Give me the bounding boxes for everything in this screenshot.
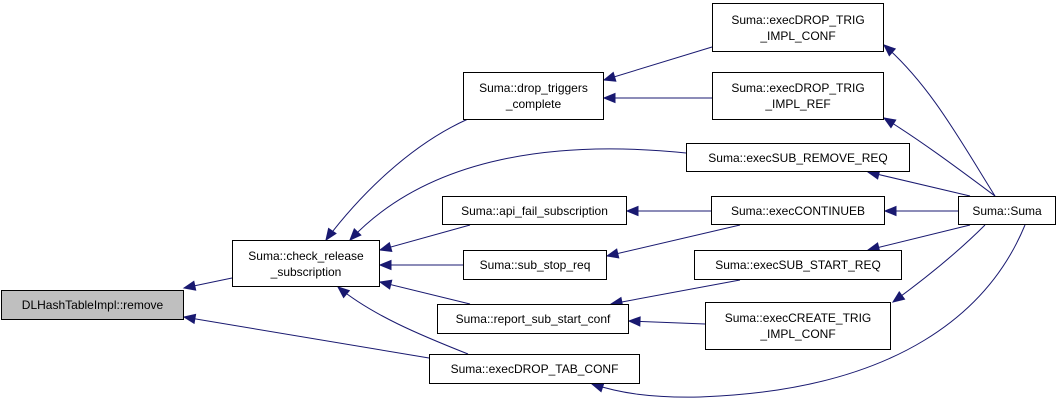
edge-suma-to-sub-remove: [866, 169, 971, 197]
node-exec-create-trig-impl-conf[interactable]: Suma::execCREATE_TRIG _IMPL_CONF: [705, 302, 891, 350]
edge-drop-trig-conf-to-drop-triggers: [602, 46, 713, 82]
arrowhead: [883, 44, 897, 57]
node-label-line: Suma::Suma: [972, 203, 1042, 218]
arrowhead: [378, 241, 393, 252]
arrowhead: [891, 290, 906, 303]
node-label-line: Suma::drop_triggers: [479, 81, 588, 95]
arrowhead: [590, 382, 605, 393]
node-label-line: Suma::execDROP_TAB_CONF: [450, 362, 619, 376]
arrowhead: [627, 316, 641, 327]
arrowhead: [602, 71, 617, 82]
node-report-sub-start-conf[interactable]: Suma::report_sub_start_conf: [437, 304, 629, 334]
node-label-line: _IMPL_CONF: [760, 28, 836, 43]
arrowhead: [605, 248, 620, 259]
node-label-line: _complete: [505, 97, 562, 111]
edge-report-sub-to-check-release: [378, 279, 471, 305]
edge-continueb-to-api-fail: [625, 205, 711, 217]
arrowhead: [882, 117, 897, 129]
edge-suma-to-sub-start: [866, 224, 971, 253]
edge-create-trig-to-report-sub: [627, 316, 706, 327]
node-suma-suma[interactable]: Suma::Suma: [958, 196, 1056, 225]
edge-sub-remove-to-check-release: [349, 148, 687, 241]
edge-suma-to-create-trig: [891, 224, 986, 303]
arrowhead: [325, 227, 337, 242]
edge-drop-tab-conf-to-check-release: [336, 286, 469, 355]
arrowhead: [378, 279, 393, 290]
node-label-line: Suma::api_fail_subscription: [461, 203, 608, 218]
edge-api-fail-to-check-release: [378, 224, 471, 252]
node-label-line: Suma::execCREATE_TRIG: [724, 311, 872, 325]
node-label-line: Suma::execSUB_REMOVE_REQ: [708, 150, 888, 165]
node-label-line: Suma::execCONTINUEB: [730, 203, 866, 218]
node-label-line: _IMPL_CONF: [760, 327, 836, 341]
node-exec-sub-start-req[interactable]: Suma::execSUB_START_REQ: [694, 250, 902, 280]
arrowhead: [602, 92, 616, 104]
node-exec-drop-tab-conf[interactable]: Suma::execDROP_TAB_CONF: [429, 354, 640, 384]
arrowhead: [182, 280, 197, 291]
node-label-line: Suma::execDROP_TRIG: [731, 81, 865, 95]
node-exec-sub-remove-req[interactable]: Suma::execSUB_REMOVE_REQ: [686, 143, 910, 172]
edge-sub-stop-to-check-release: [378, 259, 463, 271]
node-label-line: Suma::execSUB_START_REQ: [715, 258, 881, 272]
edge-continueb-to-sub-stop: [605, 224, 741, 259]
node-exec-drop-trig-impl-ref[interactable]: Suma::execDROP_TRIG _IMPL_REF: [712, 72, 884, 120]
node-label-line: Suma::sub_stop_req: [479, 258, 591, 272]
edge-drop-trig-ref-to-drop-triggers: [602, 92, 712, 104]
node-label-line: Suma::execDROP_TRIG: [731, 12, 865, 27]
edge-suma-to-drop-trig-conf: [883, 44, 996, 197]
node-label-line: Suma::check_release: [248, 248, 364, 263]
node-label-line: DLHashTableImpl::remove: [21, 298, 164, 312]
arrowhead: [883, 205, 897, 217]
arrowhead: [378, 259, 392, 271]
node-sub-stop-req[interactable]: Suma::sub_stop_req: [463, 250, 607, 280]
edge-check-release-to-remove: [182, 277, 233, 291]
node-label-line: _subscription: [270, 264, 342, 279]
node-label-line: Suma::report_sub_start_conf: [455, 312, 611, 326]
edge-drop-tab-conf-to-remove: [182, 313, 430, 359]
edge-suma-to-drop-trig-ref: [882, 117, 996, 197]
arrowhead: [336, 286, 351, 299]
node-dlhashtableimpl-remove: DLHashTableImpl::remove: [1, 290, 184, 320]
node-api-fail-subscription[interactable]: Suma::api_fail_subscription: [442, 196, 627, 225]
node-drop-triggers-complete[interactable]: Suma::drop_triggers _complete: [463, 72, 604, 120]
node-label-line: _IMPL_REF: [765, 97, 831, 111]
arrowhead: [349, 228, 362, 241]
node-exec-continueb[interactable]: Suma::execCONTINUEB: [711, 196, 885, 225]
edge-drop-triggers-to-check-release: [325, 118, 469, 242]
node-check-release-subscription[interactable]: Suma::check_release _subscription: [232, 240, 380, 287]
node-exec-drop-trig-impl-conf[interactable]: Suma::execDROP_TRIG _IMPL_CONF: [712, 3, 884, 52]
arrowhead: [182, 313, 197, 325]
arrowhead: [625, 205, 639, 217]
edge-suma-to-continueb: [883, 205, 958, 217]
